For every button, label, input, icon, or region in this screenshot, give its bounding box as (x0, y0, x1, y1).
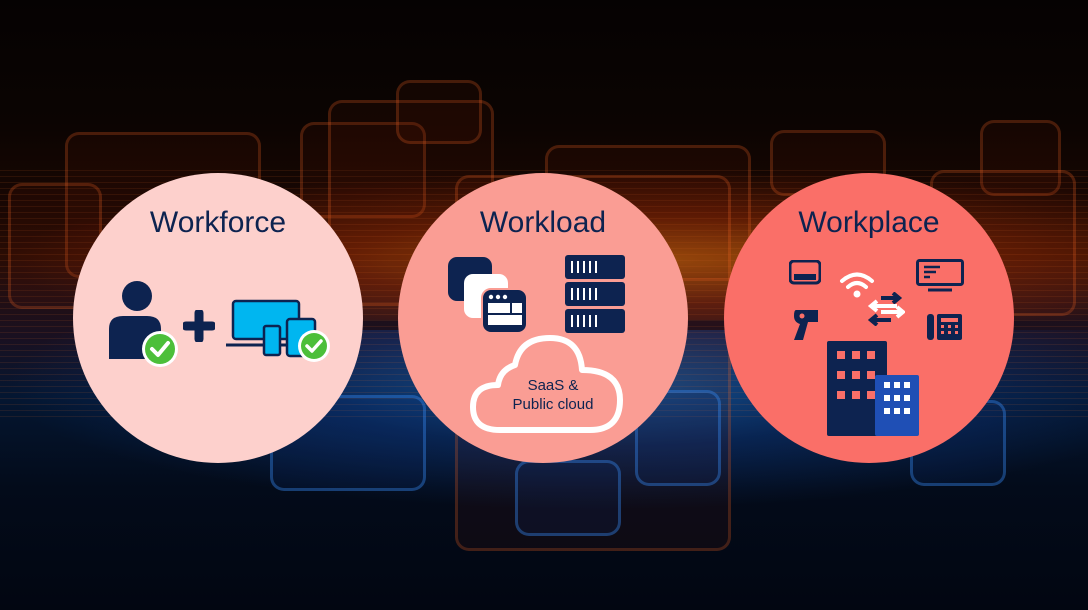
workforce-circle: Workforce (73, 173, 363, 463)
workforce-title: Workforce (149, 206, 287, 239)
devices-check-icon (226, 299, 330, 362)
workplace-circle: Workplace (724, 173, 1014, 463)
display-icon (916, 259, 964, 292)
workplace-title: Workplace (798, 206, 940, 239)
exchange-arrows-icon (867, 292, 905, 326)
plus-icon (183, 310, 215, 342)
desk-phone-icon (927, 314, 962, 340)
cloud-label-line2: Public cloud (512, 396, 594, 413)
buildings-icon (827, 341, 919, 436)
user-check-icon (109, 281, 178, 367)
cloud-label-line1: SaaS & (527, 377, 579, 394)
wifi-icon (840, 272, 874, 298)
workload-circle: Workload SaaS & Public cloud (398, 173, 688, 463)
bg-rect (980, 120, 1061, 196)
bg-rect (396, 80, 482, 144)
server-stack-icon (565, 255, 625, 333)
bg-rect (515, 460, 621, 536)
cloud-icon (470, 335, 623, 433)
barcode-scanner-icon (794, 310, 818, 340)
pager-icon (789, 260, 821, 285)
workload-title: Workload (479, 206, 607, 239)
app-windows-icon (448, 257, 528, 333)
cloud-label: SaaS & Public cloud (488, 376, 618, 414)
